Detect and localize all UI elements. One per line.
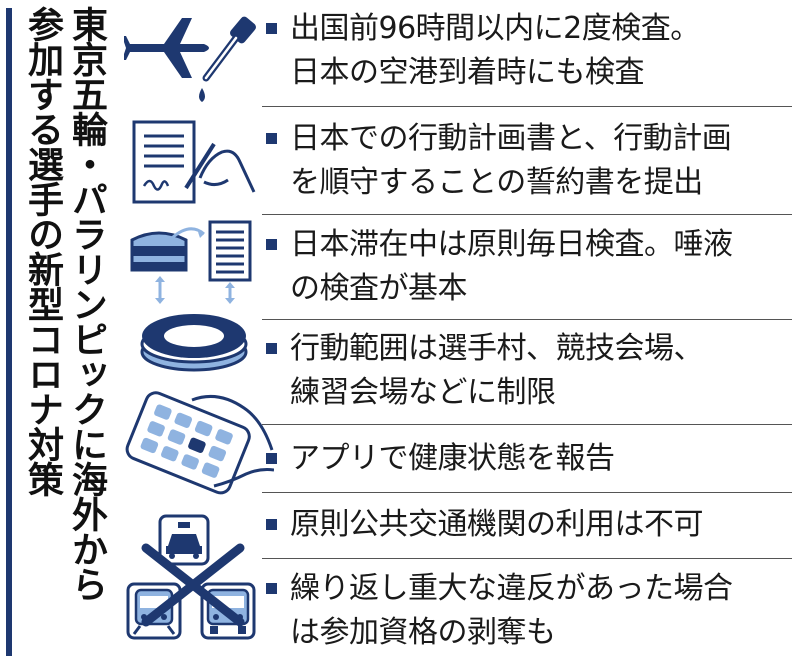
- measure-text: 原則公共交通機関の利用は不可: [290, 507, 704, 542]
- bullet-icon: [266, 239, 277, 250]
- measure-text: 日本滞在中は原則毎日検査。唾液 の検査が基本: [290, 227, 733, 306]
- dropper-icon: [190, 16, 260, 108]
- bullet-icon: [266, 453, 277, 464]
- building-icon: [124, 222, 194, 274]
- divider: [262, 492, 792, 493]
- document-sign-icon: [130, 118, 256, 208]
- bullet-icon: [266, 519, 277, 530]
- divider: [262, 558, 792, 559]
- measure-item-3: 日本滞在中は原則毎日検査。唾液 の検査が基本: [262, 222, 792, 312]
- measure-text: 行動範囲は選手村、競技会場、 練習会場などに制限: [290, 331, 704, 410]
- divider: [262, 106, 792, 107]
- measure-text: 日本での行動計画書と、行動計画 を順守することの誓約書を提出: [290, 121, 732, 200]
- bullet-icon: [266, 343, 277, 354]
- connection-arrows: [130, 224, 260, 304]
- bullet-icon: [266, 23, 277, 34]
- measure-item-6: 原則公共交通機関の利用は不可: [262, 498, 792, 552]
- measure-text: 出国前96時間以内に2度検査。 日本の空港到着時にも検査: [290, 11, 700, 90]
- bullet-icon: [266, 133, 277, 144]
- divider: [262, 319, 792, 320]
- divider: [262, 424, 792, 425]
- title-accent-bar: [6, 8, 12, 656]
- divider: [262, 214, 792, 215]
- airplane-icon: [124, 14, 216, 84]
- measure-item-5: アプリで健康状態を報告: [262, 432, 792, 486]
- measure-text: アプリで健康状態を報告: [290, 441, 615, 476]
- smartphone-icon: [118, 390, 274, 500]
- measure-item-4: 行動範囲は選手村、競技会場、 練習会場などに制限: [262, 326, 792, 416]
- measure-item-1: 出国前96時間以内に2度検査。 日本の空港到着時にも検査: [262, 6, 792, 96]
- bullet-icon: [266, 583, 277, 594]
- title-line-2: 参加する選手の新型コロナ対策: [22, 6, 63, 496]
- schedule-list-icon: [206, 220, 254, 282]
- title-line-1: 東京五輪・パラリンピックに海外から: [66, 6, 107, 601]
- measure-item-2: 日本での行動計画書と、行動計画 を順守することの誓約書を提出: [262, 116, 792, 206]
- measure-item-7: 繰り返し重大な違反があった場合 は参加資格の剥奪も: [262, 566, 792, 656]
- cross-out-icon: [138, 542, 248, 628]
- stadium-icon: [138, 300, 250, 372]
- measure-text: 繰り返し重大な違反があった場合 は参加資格の剥奪も: [290, 571, 733, 650]
- taxi-icon: [156, 512, 212, 568]
